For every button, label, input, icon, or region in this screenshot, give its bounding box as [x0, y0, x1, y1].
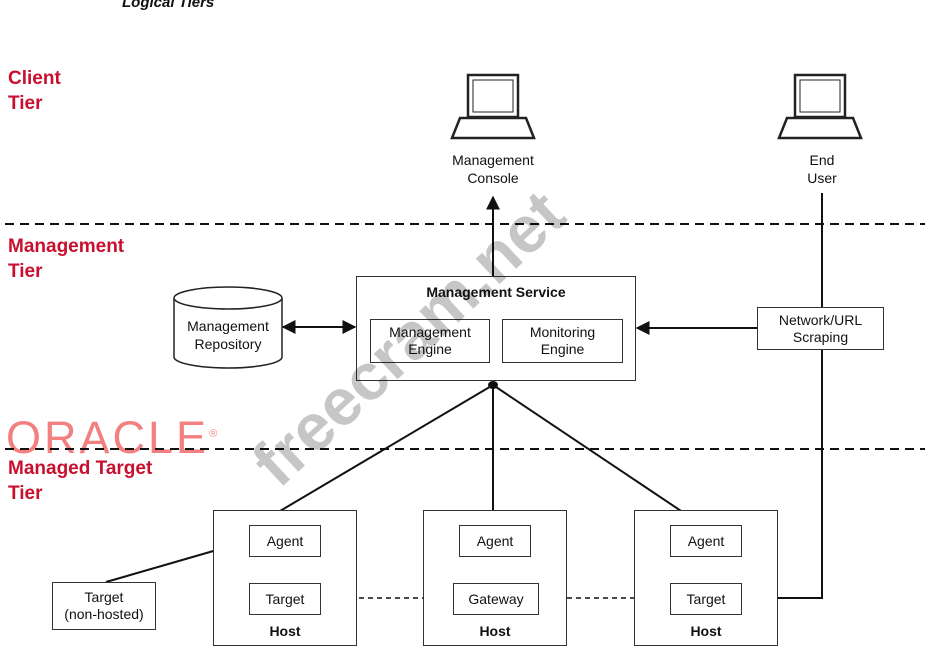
network-url-scraping-box: Network/URL Scraping [757, 307, 884, 350]
target-box-3: Target [670, 583, 742, 615]
laptop-icon-end-user [777, 73, 863, 140]
non-hosted-line-2: (non-hosted) [64, 606, 144, 622]
host-box-1: Agent Target Host [213, 510, 357, 646]
non-hosted-target-box: Target (non-hosted) [52, 582, 156, 630]
management-engine-line-2: Engine [408, 341, 452, 357]
host-label-1: Host [269, 623, 301, 639]
target-box-1: Target [249, 583, 321, 615]
agent-box-1: Agent [249, 525, 321, 557]
monitoring-engine-line-2: Engine [540, 341, 585, 357]
management-service-title: Management Service [426, 284, 566, 300]
agent-box-3: Agent [670, 525, 742, 557]
network-scraping-line-2: Scraping [792, 328, 849, 345]
management-service-box: Management Service Management Engine Mon… [356, 276, 636, 381]
management-tier-line-2: Tier [8, 261, 43, 282]
gateway-box: Gateway [453, 583, 539, 615]
agent-box-2: Agent [459, 525, 531, 557]
client-tier-label: Client Tier [8, 66, 61, 116]
management-console-label: Management Console [433, 151, 553, 187]
management-console-line-1: Management [452, 152, 534, 168]
management-console-line-2: Console [467, 170, 519, 186]
management-tier-label: Management Tier [8, 234, 124, 284]
monitoring-engine-line-1: Monitoring [529, 324, 596, 340]
host-box-3: Agent Target Host [634, 510, 778, 646]
oracle-logo: ORACLE® [6, 412, 220, 464]
host-label-2: Host [479, 623, 511, 639]
management-tier-line-1: Management [8, 236, 125, 257]
diagram-title: Logical Tiers [122, 0, 215, 11]
managed-tier-label: Managed Target Tier [8, 456, 152, 506]
repository-line-2: Repository [194, 336, 262, 352]
laptop-icon-console [450, 73, 536, 140]
client-tier-line-1: Client [8, 68, 61, 89]
oracle-logo-text: ORACLE [6, 412, 210, 463]
repository-line-1: Management [187, 318, 269, 334]
oracle-logo-mark: ® [209, 428, 221, 440]
client-tier-line-2: Tier [8, 93, 43, 114]
repository-cylinder [173, 286, 283, 369]
network-scraping-line-1: Network/URL [778, 311, 863, 328]
end-user-line-2: User [807, 170, 837, 186]
managed-tier-line-2: Tier [8, 483, 43, 504]
management-engine-box: Management Engine [370, 319, 490, 363]
monitoring-engine-box: Monitoring Engine [502, 319, 623, 363]
management-repository: Management Repository [174, 317, 282, 353]
managed-tier-line-1: Managed Target [8, 458, 153, 479]
host-box-2: Agent Gateway Host [423, 510, 567, 646]
non-hosted-line-1: Target [84, 589, 124, 605]
host-label-3: Host [690, 623, 722, 639]
end-user-line-1: End [809, 152, 835, 168]
management-engine-line-1: Management [389, 324, 471, 340]
end-user-label: End User [772, 151, 872, 187]
